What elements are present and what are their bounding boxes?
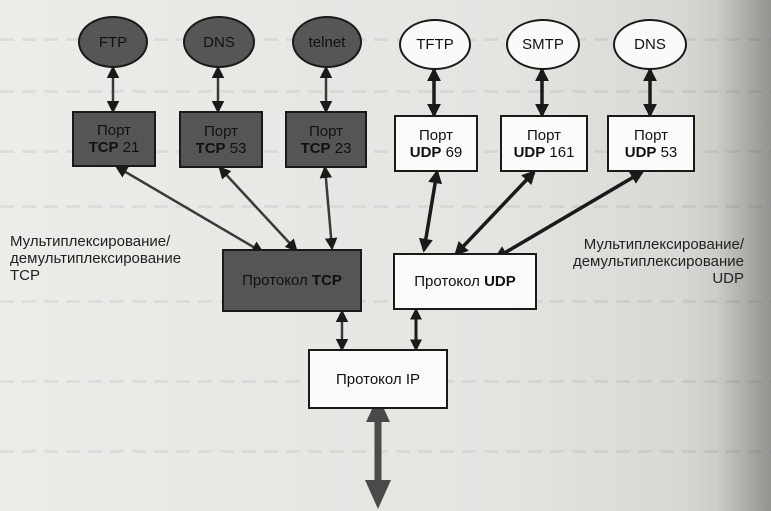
port-proto: TCP [300,139,331,157]
app-ftp-label: FTP [98,33,128,51]
protocol-ip-label: Протокол IP [335,370,421,388]
udp-mux-line1: Мультиплексирование/ [583,236,744,253]
page-edge-shadow [716,0,771,511]
protocol-tcp-box: Протокол TCP [222,249,362,312]
arrow-port53u-udp [493,170,645,260]
tcp-mux-line3: TCP [10,267,40,284]
tcp-mux-note: Мультиплексирование/ демультиплексирован… [10,233,220,284]
protocol-udp-box: Протокол UDP [393,253,537,310]
udp-mux-line2: демультиплексирование [572,253,744,270]
app-tftp-label: TFTP [416,36,454,53]
arrow-port23-tcp [319,165,338,251]
port-tcp-23: Порт TCP 23 [285,111,367,168]
port-number: 23 [334,139,352,157]
app-dns-tcp-node: DNS [183,16,255,68]
app-telnet-node: telnet [292,16,362,68]
protocol-ip-box: Протокол IP [308,349,448,409]
port-number: 69 [445,143,463,161]
port-number: 53 [229,139,247,157]
protocol-udp-name: UDP [484,273,516,290]
port-proto: UDP [624,143,657,161]
port-word: Порт [203,122,238,140]
bleed-through-text [0,205,771,208]
bleed-through-text [0,90,771,93]
port-word: Порт [96,122,131,139]
tcp-mux-line2: демультиплексирование [10,250,182,267]
port-word: Порт [633,126,668,144]
app-tftp-node: TFTP [399,19,471,70]
port-word: Порт [526,126,561,144]
udp-mux-note: Мультиплексирование/ демультиплексирован… [548,236,744,287]
port-proto: UDP [513,143,546,161]
app-telnet-label: telnet [308,33,346,51]
arrow-port69-udp [418,169,443,253]
arrow-ip-network-head-down [365,480,391,509]
arrow-ip-network-head-up [366,396,390,422]
protocol-word: Протокол [414,273,480,290]
app-dns-udp-label: DNS [634,36,666,53]
port-tcp-21: Порт TCP 21 [72,111,156,167]
bleed-through-text [0,150,771,153]
arrow-port53-tcp [218,166,298,252]
port-proto: TCP [195,139,226,157]
port-word: Порт [308,122,343,140]
port-number: 53 [660,143,678,161]
udp-mux-line3: UDP [712,270,744,287]
app-smtp-label: SMTP [522,36,564,53]
port-number: 161 [549,143,575,161]
app-dns-tcp-label: DNS [203,33,235,51]
app-dns-udp-node: DNS [613,19,687,70]
protocol-tcp-name: TCP [311,272,342,289]
port-udp-161: Порт UDP 161 [500,115,588,172]
protocol-word: Протокол [242,272,308,289]
port-word: Порт [418,126,453,144]
app-smtp-node: SMTP [506,19,580,70]
bleed-through-text [0,38,771,41]
port-udp-53: Порт UDP 53 [607,115,695,172]
tcp-mux-line1: Мультиплексирование/ [10,233,171,250]
port-proto: UDP [409,143,442,161]
bleed-through-text [0,300,771,303]
port-udp-69: Порт UDP 69 [394,115,478,172]
port-tcp-53: Порт TCP 53 [179,111,263,168]
bleed-through-text [0,450,771,453]
app-ftp-node: FTP [78,16,148,68]
port-proto: TCP [88,139,119,156]
port-number: 21 [122,139,140,156]
